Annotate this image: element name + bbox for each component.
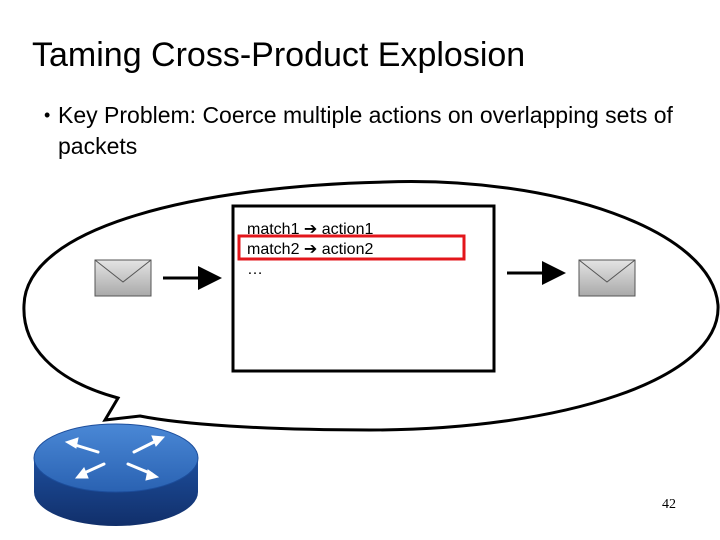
bullet-marker: •: [44, 105, 51, 125]
rule-row: match2 ➔ action2: [247, 240, 373, 260]
envelope-in-icon: [94, 259, 152, 297]
flow-table: match1 ➔ action1 match2 ➔ action2 …: [247, 220, 373, 280]
rule-row: match1 ➔ action1: [247, 220, 373, 240]
rule-action: action2: [321, 241, 374, 258]
rule-arrow-icon: ➔: [303, 241, 318, 258]
flow-table-box: [231, 204, 496, 373]
rule-match: match1: [247, 221, 300, 238]
slide-title: Taming Cross-Product Explosion: [32, 36, 526, 74]
bullet-item: • Key Problem: Coerce multiple actions o…: [44, 100, 684, 162]
bullet-text: Key Problem: Coerce multiple actions on …: [58, 102, 673, 159]
envelope-out-icon: [578, 259, 636, 297]
rule-ellipsis: …: [247, 261, 263, 278]
router-icon: [33, 423, 199, 526]
highlight-box: [237, 234, 466, 261]
rule-arrow-icon: ➔: [303, 221, 318, 238]
rule-action: action1: [321, 221, 374, 238]
page-number: 42: [662, 497, 676, 512]
rule-match: match2: [247, 241, 300, 258]
